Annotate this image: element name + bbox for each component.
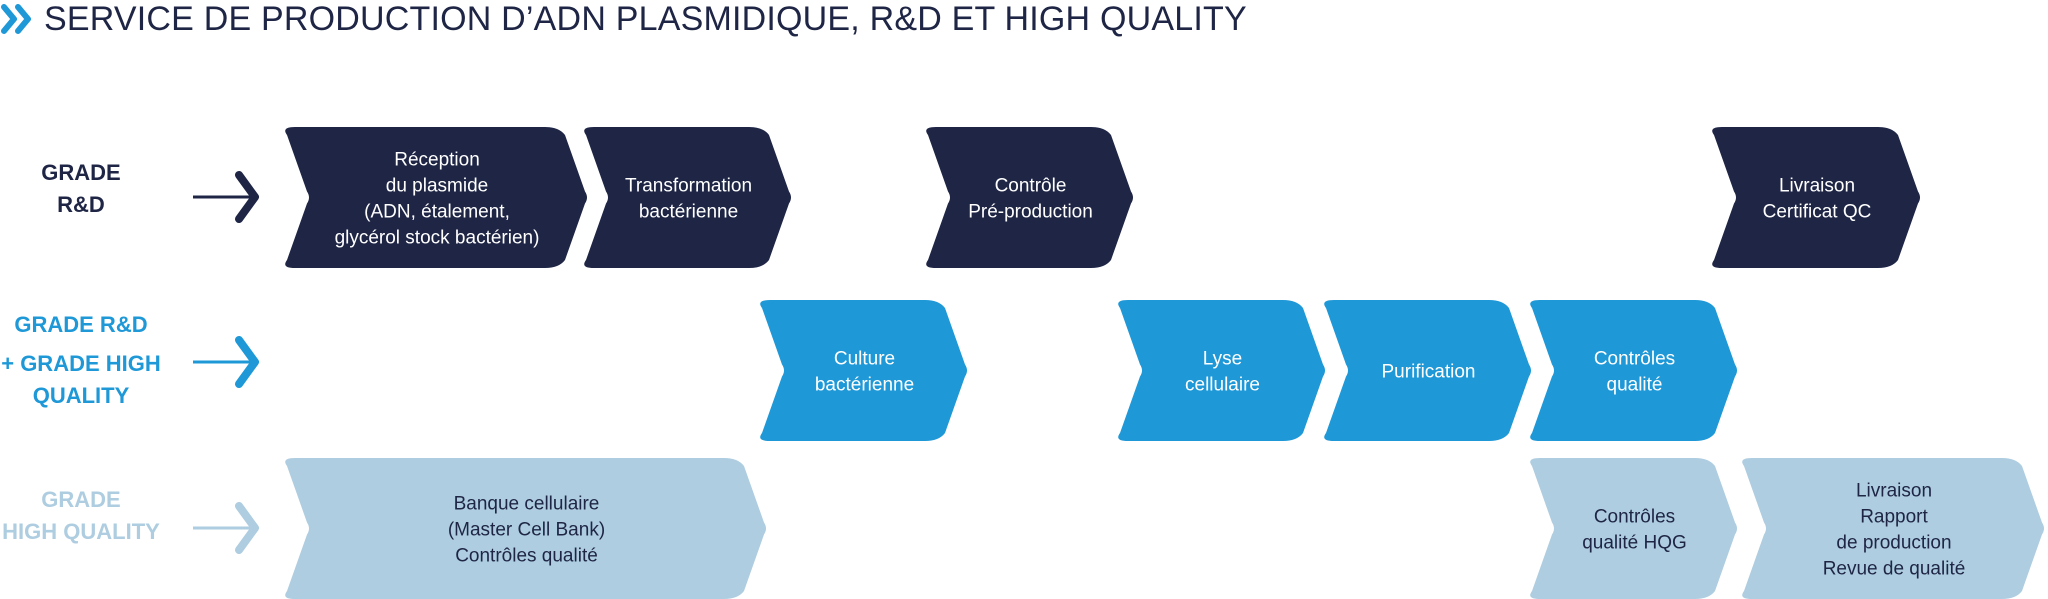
step-label: Culture bactérienne [815, 349, 914, 396]
step-label-line: Réception [394, 150, 480, 171]
step-label-line: Rapport [1860, 507, 1928, 528]
step-label: Lyse cellulaire [1185, 349, 1260, 396]
step-label-line: (ADN, étalement, [364, 202, 510, 223]
row-label: GRADE R&D + GRADE HIGH QUALITY [1, 312, 161, 408]
step-label-line: Livraison [1856, 481, 1932, 502]
process-step: Contrôles qualité [1530, 300, 1737, 441]
step-label-line: Contrôles [1594, 507, 1675, 528]
step-label-line: Culture [834, 349, 895, 370]
row-label: GRADE HIGH QUALITY [2, 487, 160, 544]
step-chevron [1530, 458, 1737, 599]
page-header: SERVICE DE PRODUCTION D’ADN PLASMIDIQUE,… [0, 0, 1247, 40]
step-chevron [760, 300, 967, 441]
step-label-line: qualité HQG [1582, 533, 1687, 554]
step-label-line: Contrôles [1594, 349, 1675, 370]
arrow-right-icon [193, 502, 259, 554]
row-label-line: + GRADE HIGH [1, 351, 161, 376]
step-chevron [926, 127, 1133, 268]
arrow-head [235, 336, 259, 388]
arrow-head [235, 502, 259, 554]
row-grade-2: GRADE R&D + GRADE HIGH QUALITY Culture bacté… [1, 300, 1737, 441]
process-step: Lyse cellulaire [1118, 300, 1325, 441]
step-label-line: Livraison [1779, 176, 1855, 197]
step-label-line: Contrôle [995, 176, 1067, 197]
double-chevron-right-icon [1, 4, 31, 34]
step-chevron [1530, 300, 1737, 441]
row-label-line: QUALITY [33, 383, 130, 408]
process-step: Contrôles qualité HQG [1530, 458, 1737, 599]
step-label-line: qualité [1607, 375, 1663, 396]
step-chevron [1324, 300, 1531, 441]
arrow-right-icon [193, 336, 259, 388]
step-chevron [584, 127, 791, 268]
step-chevron [285, 127, 587, 268]
row-label-line: R&D [57, 192, 105, 217]
step-label: Purification [1382, 362, 1476, 383]
step-label-line: Purification [1382, 362, 1476, 383]
step-chevron [1118, 300, 1325, 441]
process-step: Transformation bactérienne [584, 127, 791, 268]
step-label-line: du plasmide [386, 176, 488, 197]
arrow-head [235, 171, 259, 223]
step-label-line: de production [1836, 533, 1951, 554]
step-label-line: Lyse [1203, 349, 1242, 370]
step-label-line: Transformation [625, 176, 752, 197]
process-step: Réception du plasmide (ADN, étalement, glyc… [285, 127, 587, 268]
step-label-line: Revue de qualité [1823, 559, 1966, 580]
page-title: SERVICE DE PRODUCTION D’ADN PLASMIDIQUE,… [44, 0, 1247, 38]
step-label: Transformation bactérienne [625, 176, 752, 223]
row-label-line: GRADE R&D [14, 312, 147, 337]
step-label: Contrôles qualité HQG [1582, 507, 1687, 554]
process-step: Culture bactérienne [760, 300, 967, 441]
step-label-line: glycérol stock bactérien) [335, 228, 540, 249]
step-chevron [1712, 127, 1920, 268]
row-label: GRADE R&D [41, 160, 120, 217]
step-chevron [1742, 458, 2044, 599]
step-label-line: Certificat QC [1763, 202, 1872, 223]
process-step: Purification [1324, 300, 1531, 441]
arrow-right-icon [193, 171, 259, 223]
step-label-line: cellulaire [1185, 375, 1260, 396]
step-label-line: bactérienne [639, 202, 738, 223]
step-label-line: Pré-production [968, 202, 1093, 223]
row-grade-1: GRADE R&D Réception du plasmide (ADN, étalem… [41, 127, 1920, 268]
row-label-line: GRADE [41, 160, 120, 185]
step-label-line: bactérienne [815, 375, 914, 396]
row-label-line: GRADE [41, 487, 120, 512]
row-grade-3: GRADE HIGH QUALITY Banque cellulaire (Maste… [2, 458, 2044, 599]
row-label-line: HIGH QUALITY [2, 519, 160, 544]
process-step: Banque cellulaire (Master Cell Bank) Contr… [285, 458, 766, 599]
step-label: Banque cellulaire (Master Cell Bank) Contr… [448, 494, 605, 567]
step-label: Réception du plasmide (ADN, étalement, glyc… [335, 150, 540, 249]
step-label-line: (Master Cell Bank) [448, 520, 605, 541]
step-label: Contrôles qualité [1594, 349, 1675, 396]
step-chevron [285, 458, 766, 599]
step-label-line: Contrôles qualité [455, 546, 598, 567]
step-label-line: Banque cellulaire [454, 494, 600, 515]
